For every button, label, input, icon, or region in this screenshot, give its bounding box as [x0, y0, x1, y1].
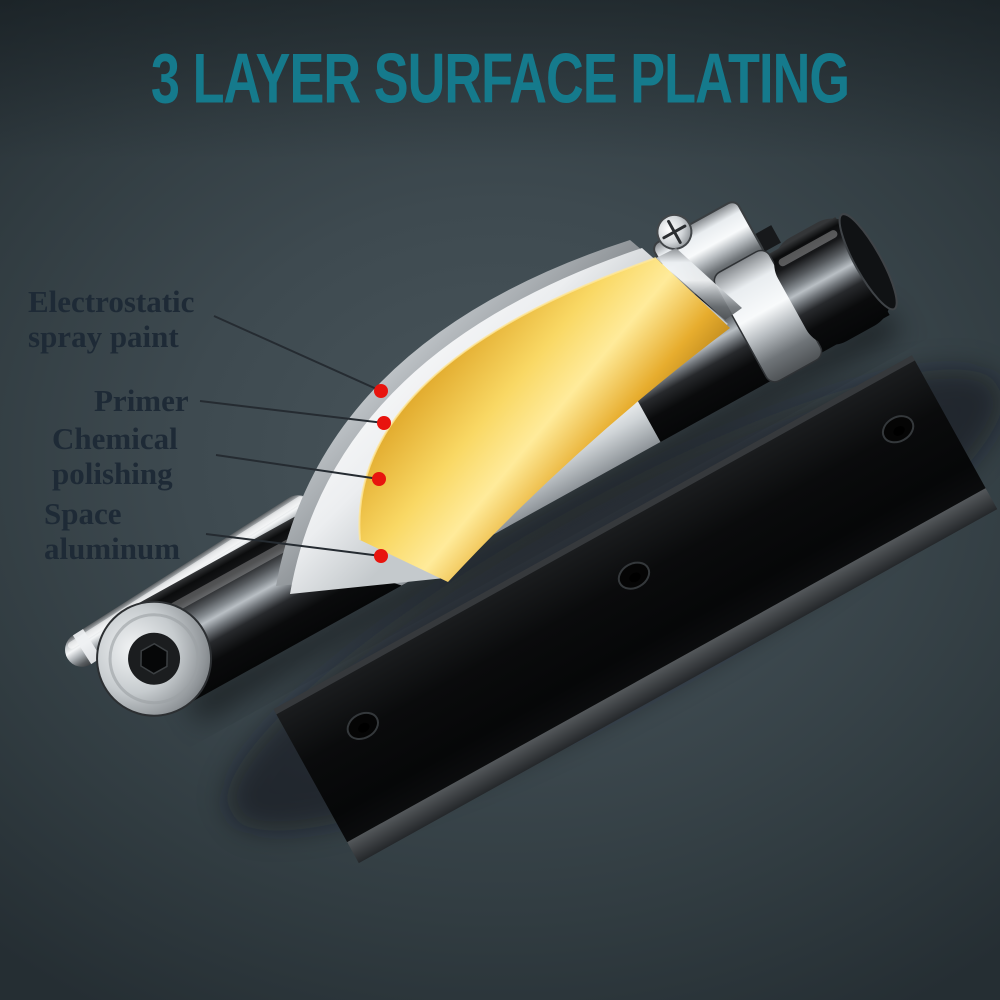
- label-line: Chemical: [52, 421, 178, 456]
- left-end-cap: [96, 600, 213, 717]
- layer-marker-primer: [377, 416, 391, 430]
- leader-line-electrostatic: [213, 315, 382, 392]
- label-primer: Primer: [94, 383, 189, 418]
- label-space-aluminum: Space aluminum: [44, 496, 180, 566]
- layer-marker-space-aluminum: [374, 549, 388, 563]
- gold-edge-shine: [358, 257, 657, 541]
- leader-line-primer: [199, 400, 385, 424]
- fold-edge: [656, 248, 742, 320]
- label-line: spray paint: [28, 319, 179, 354]
- plate-screw-hole: [617, 561, 651, 590]
- label-electrostatic-spray-paint: Electrostatic spray paint: [28, 284, 194, 354]
- page-title: 3 LAYER SURFACE PLATING: [150, 38, 850, 118]
- end-cap: [774, 213, 898, 345]
- layer-marker-electrostatic: [374, 384, 388, 398]
- mounting-plate: [273, 355, 998, 864]
- label-line: Space: [44, 496, 122, 531]
- leader-line-chemical: [215, 454, 380, 480]
- label-line: aluminum: [44, 531, 181, 566]
- plate-screw-hole: [346, 711, 379, 740]
- label-line: Electrostatic: [28, 284, 195, 319]
- label-line: Primer: [94, 383, 189, 418]
- peeled-gold-layer: [359, 258, 730, 582]
- annotation-leaders: [199, 315, 385, 557]
- annotation-markers: [372, 384, 391, 563]
- layer-marker-chemical: [372, 472, 386, 486]
- label-chemical-polishing: Chemical polishing: [52, 421, 178, 491]
- bracket-screw: [656, 213, 693, 250]
- plate-screw-hole: [881, 415, 915, 444]
- leader-line-space-aluminum: [205, 533, 382, 557]
- label-line: polishing: [52, 456, 173, 491]
